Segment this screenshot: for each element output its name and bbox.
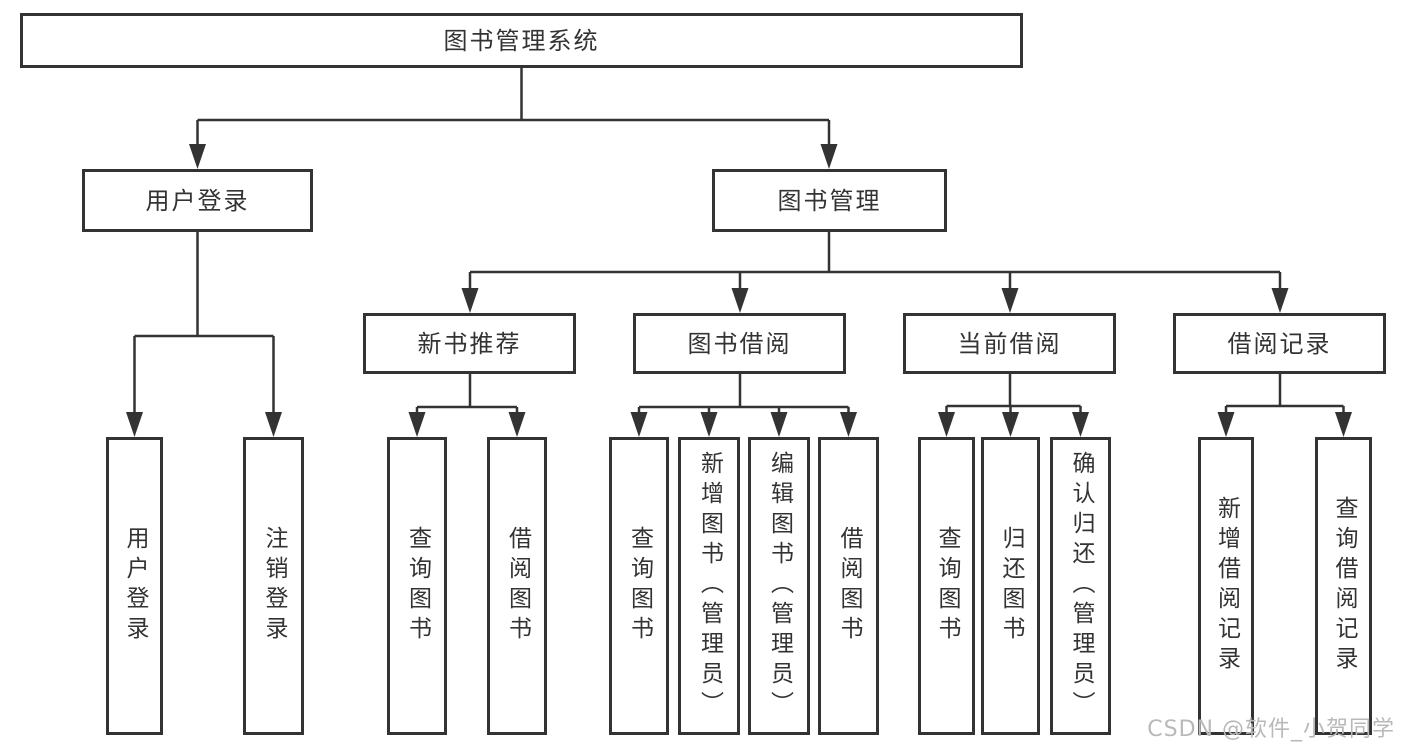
arrowhead-icon (265, 412, 282, 437)
arrowhead-icon (630, 412, 648, 437)
node-book-management: 图书管理 (712, 169, 947, 232)
connector-group-borrow-record (1217, 374, 1352, 437)
arrowhead-icon (189, 144, 206, 169)
leaf-add-book-admin-label: 新增图书（管理员） (696, 451, 723, 721)
leaf-borrow-book-label: 借阅图书 (836, 526, 862, 646)
node-book-borrow-label: 图书借阅 (687, 329, 792, 358)
leaf-add-book-admin: 新增图书（管理员） (678, 437, 740, 735)
arrowhead-icon (1217, 412, 1235, 437)
node-book-management-label: 图书管理 (777, 186, 882, 215)
arrowhead-icon (938, 412, 955, 437)
connector-group-book-borrow (630, 374, 857, 437)
arrowhead-icon (1072, 412, 1089, 437)
leaf-add-borrow-record-label: 新增借阅记录 (1213, 496, 1240, 676)
node-book-borrow: 图书借阅 (633, 313, 846, 374)
arrowhead-icon (770, 412, 788, 437)
node-current-borrow: 当前借阅 (903, 313, 1116, 374)
node-library-system-label: 图书管理系统 (443, 26, 600, 55)
node-user-login: 用户登录 (82, 169, 313, 232)
leaf-query-borrow-record: 查询借阅记录 (1315, 437, 1372, 735)
leaf-logout-label: 注销登录 (261, 526, 287, 646)
connector-group-root (189, 68, 838, 169)
node-new-book-recommend-label: 新书推荐 (417, 329, 522, 358)
arrowhead-icon (408, 412, 426, 437)
leaf-borrow-book-recommend: 借阅图书 (487, 437, 547, 735)
connector-group-current-borrow (938, 374, 1089, 437)
leaf-query-book-recommend-label: 查询图书 (404, 526, 431, 646)
leaf-borrow-book: 借阅图书 (818, 437, 879, 735)
arrowhead-icon (508, 412, 526, 437)
node-user-login-label: 用户登录 (145, 186, 250, 215)
arrowhead-icon (731, 288, 749, 313)
leaf-logout: 注销登录 (243, 437, 304, 735)
leaf-confirm-return-admin-label: 确认归还（管理员） (1068, 451, 1094, 721)
leaf-query-borrow-record-label: 查询借阅记录 (1331, 496, 1357, 676)
leaf-query-book-borrow: 查询图书 (609, 437, 669, 735)
leaf-query-book-recommend: 查询图书 (387, 437, 447, 735)
node-borrow-record: 借阅记录 (1173, 313, 1386, 374)
node-borrow-record-label: 借阅记录 (1227, 329, 1332, 358)
connector-group-user-login (126, 232, 282, 437)
arrowhead-icon (1335, 412, 1352, 437)
leaf-return-book: 归还图书 (981, 437, 1040, 735)
leaf-user-login: 用户登录 (106, 437, 163, 735)
leaf-borrow-book-recommend-label: 借阅图书 (504, 526, 531, 646)
arrowhead-icon (820, 144, 838, 169)
node-current-borrow-label: 当前借阅 (957, 329, 1062, 358)
leaf-confirm-return-admin: 确认归还（管理员） (1050, 437, 1111, 735)
leaf-query-book-current: 查询图书 (918, 437, 975, 735)
node-library-system: 图书管理系统 (20, 13, 1023, 68)
leaf-user-login-label: 用户登录 (122, 526, 148, 646)
node-new-book-recommend: 新书推荐 (363, 313, 576, 374)
arrowhead-icon (1271, 288, 1289, 313)
leaf-edit-book-admin: 编辑图书（管理员） (748, 437, 810, 735)
arrowhead-icon (1002, 412, 1019, 437)
arrowhead-icon (461, 288, 479, 313)
arrowhead-icon (126, 412, 143, 437)
connector-group-new-book (408, 374, 526, 437)
leaf-add-borrow-record: 新增借阅记录 (1198, 437, 1254, 735)
arrowhead-icon (700, 412, 718, 437)
leaf-return-book-label: 归还图书 (998, 526, 1024, 646)
arrowhead-icon (840, 412, 857, 437)
arrowhead-icon (1001, 288, 1019, 313)
leaf-query-book-current-label: 查询图书 (934, 526, 960, 646)
connector-group-book-management (461, 232, 1289, 313)
leaf-query-book-borrow-label: 查询图书 (626, 526, 653, 646)
leaf-edit-book-admin-label: 编辑图书（管理员） (766, 451, 793, 721)
csdn-watermark: CSDN @软件_小贺同学 (1147, 717, 1395, 742)
